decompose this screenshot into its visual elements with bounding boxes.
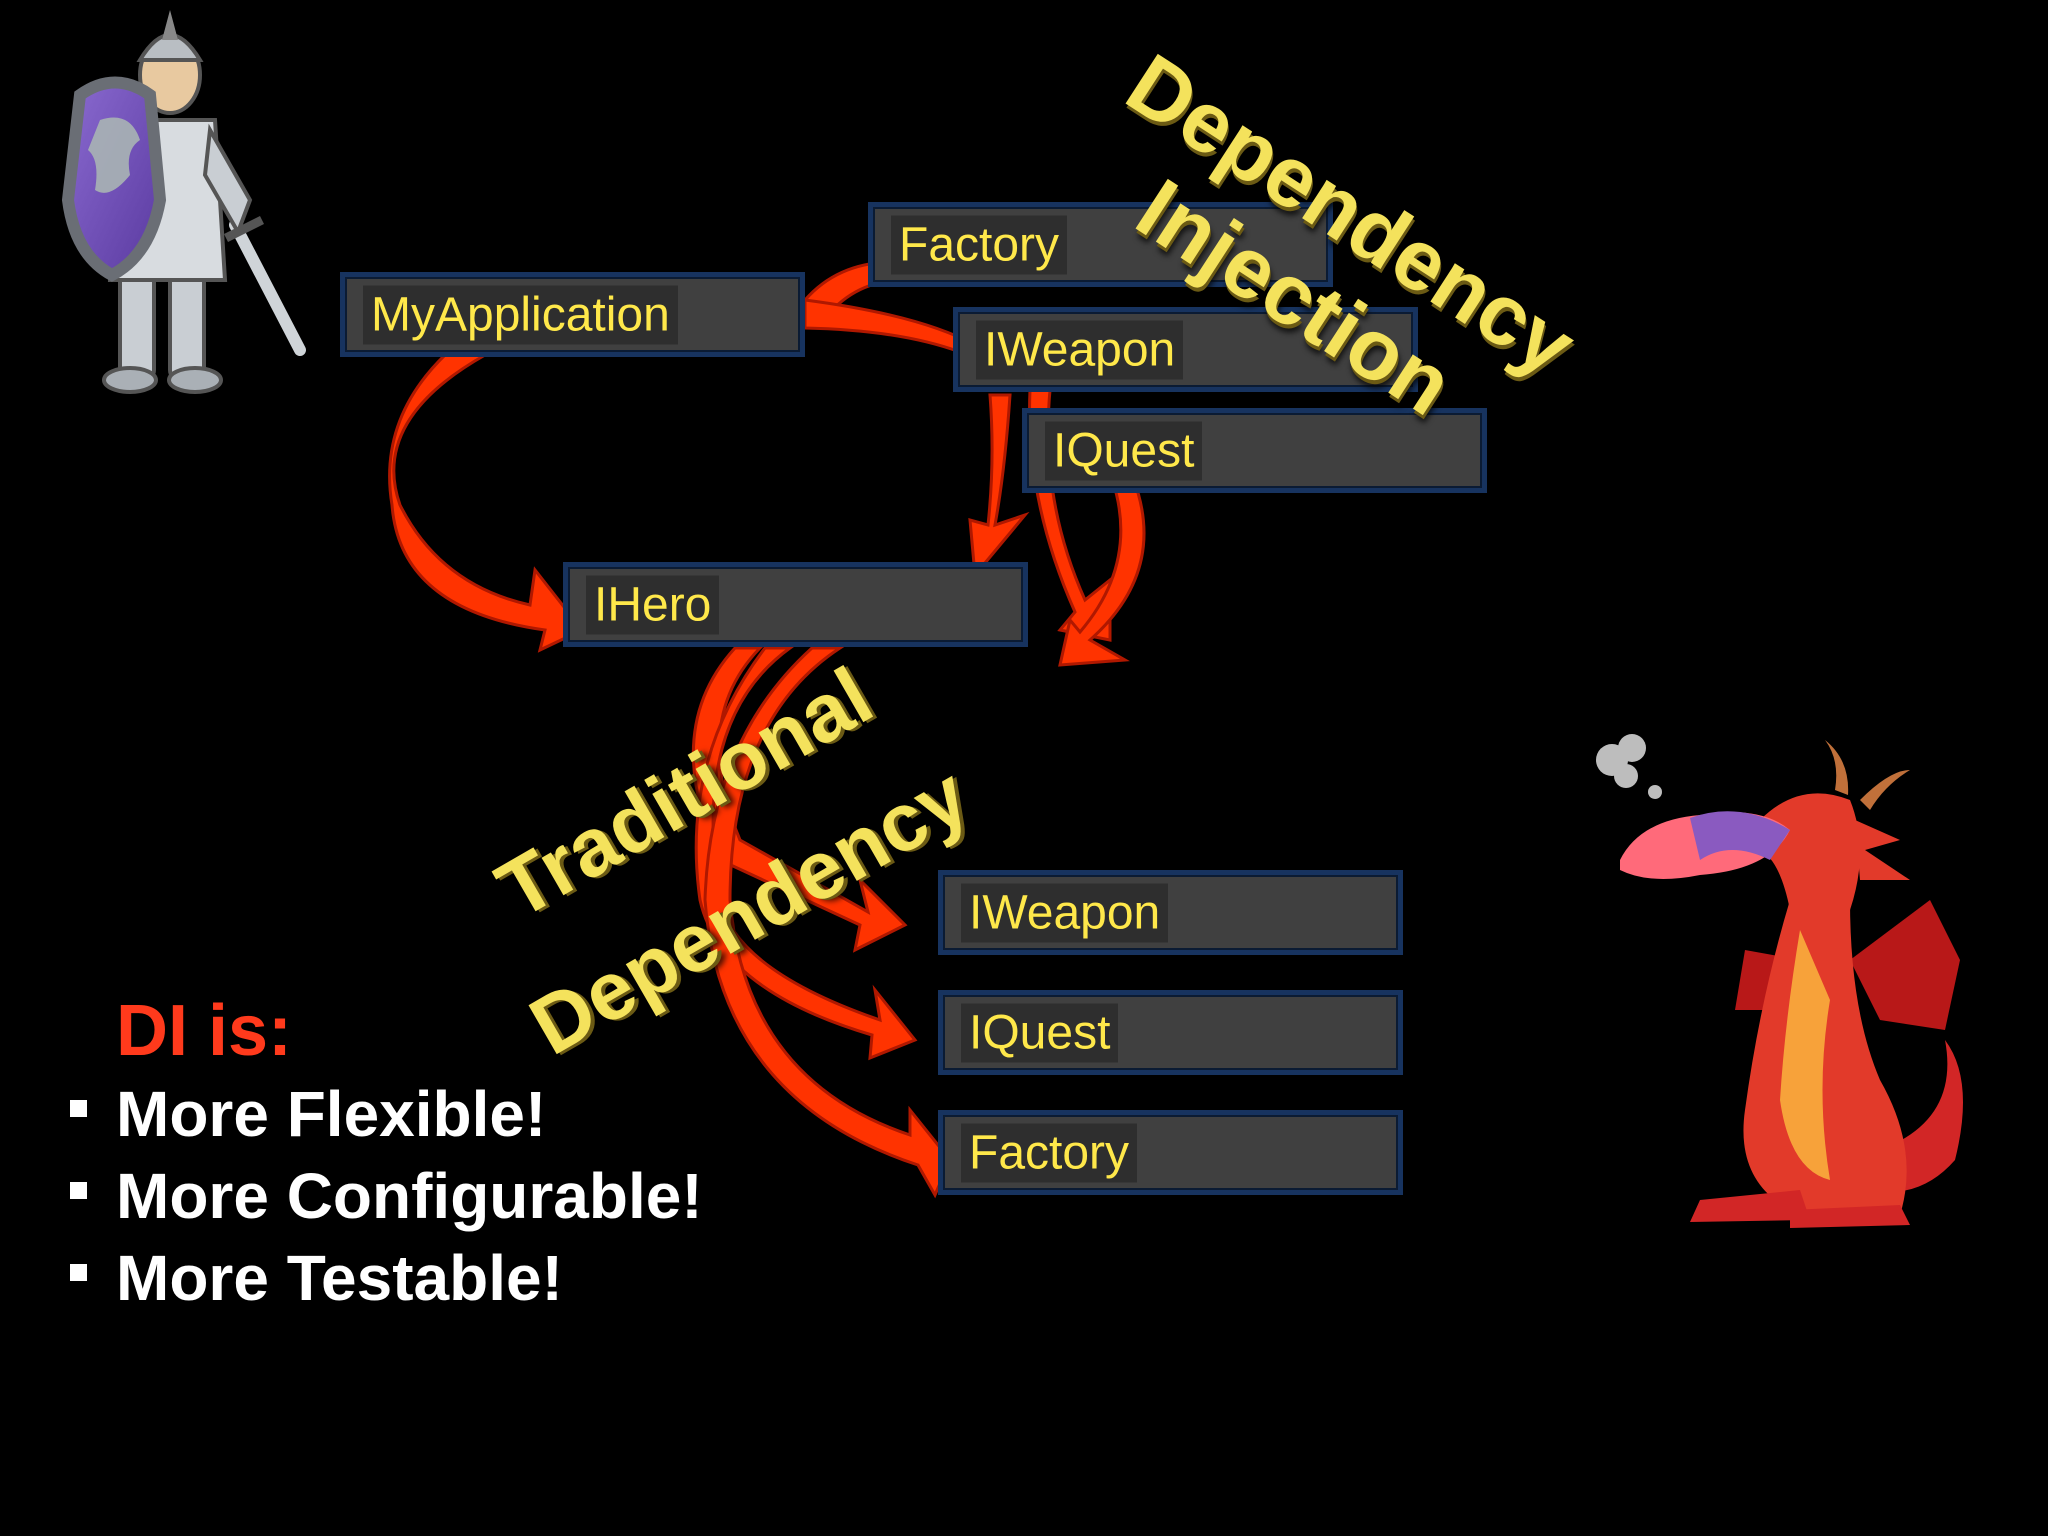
node-factory-bottom-label: Factory [961, 1123, 1138, 1182]
bullet-icon [70, 1181, 87, 1199]
summary-heading: DI is: [116, 991, 293, 1071]
node-iweapon-bottom-label: IWeapon [961, 883, 1169, 942]
node-ihero-label: IHero [586, 575, 720, 634]
summary-point-text: More Configurable! [116, 1159, 703, 1232]
node-iquest-top-label: IQuest [1045, 421, 1203, 480]
summary-point: More Testable! [64, 1237, 703, 1319]
bullet-icon [70, 1263, 87, 1281]
node-myapplication-label: MyApplication [363, 285, 678, 344]
arrow-myapplication-to-ihero [388, 353, 585, 653]
bullet-icon [70, 1099, 87, 1117]
summary-list: More Flexible! More Configurable! More T… [64, 1073, 703, 1319]
arrow-ihero-to-factory [703, 646, 952, 1199]
node-iweapon-bottom: IWeapon [938, 870, 1403, 955]
node-iquest-top: IQuest [1022, 408, 1487, 493]
node-factory-top-label: Factory [891, 215, 1068, 274]
traditional-arrows [691, 646, 952, 1199]
knight-image [61, 10, 306, 394]
arrow-ihero-to-iweapon [691, 646, 908, 953]
arrow-factory-to-iquest [1058, 448, 1146, 667]
summary-block: DI is: More Flexible! More Configurable!… [64, 990, 703, 1319]
node-iweapon-top: IWeapon [953, 307, 1418, 392]
dragon-image [1596, 734, 1963, 1228]
summary-point-text: More Testable! [116, 1241, 563, 1314]
arrow-factory-to-ihero [968, 393, 1030, 579]
node-iweapon-top-label: IWeapon [976, 320, 1184, 379]
arrow-myapplication-to-iweapon [803, 298, 979, 354]
summary-point: More Flexible! [64, 1073, 703, 1155]
node-myapplication: MyApplication [340, 272, 805, 357]
node-factory-top: Factory [868, 202, 1333, 287]
arrow-ihero-to-iquest [694, 646, 918, 1061]
node-iquest-bottom-label: IQuest [961, 1003, 1119, 1062]
summary-point: More Configurable! [64, 1155, 703, 1237]
node-iquest-bottom: IQuest [938, 990, 1403, 1075]
node-factory-bottom: Factory [938, 1110, 1403, 1195]
summary-point-text: More Flexible! [116, 1077, 547, 1150]
node-ihero: IHero [563, 562, 1028, 647]
